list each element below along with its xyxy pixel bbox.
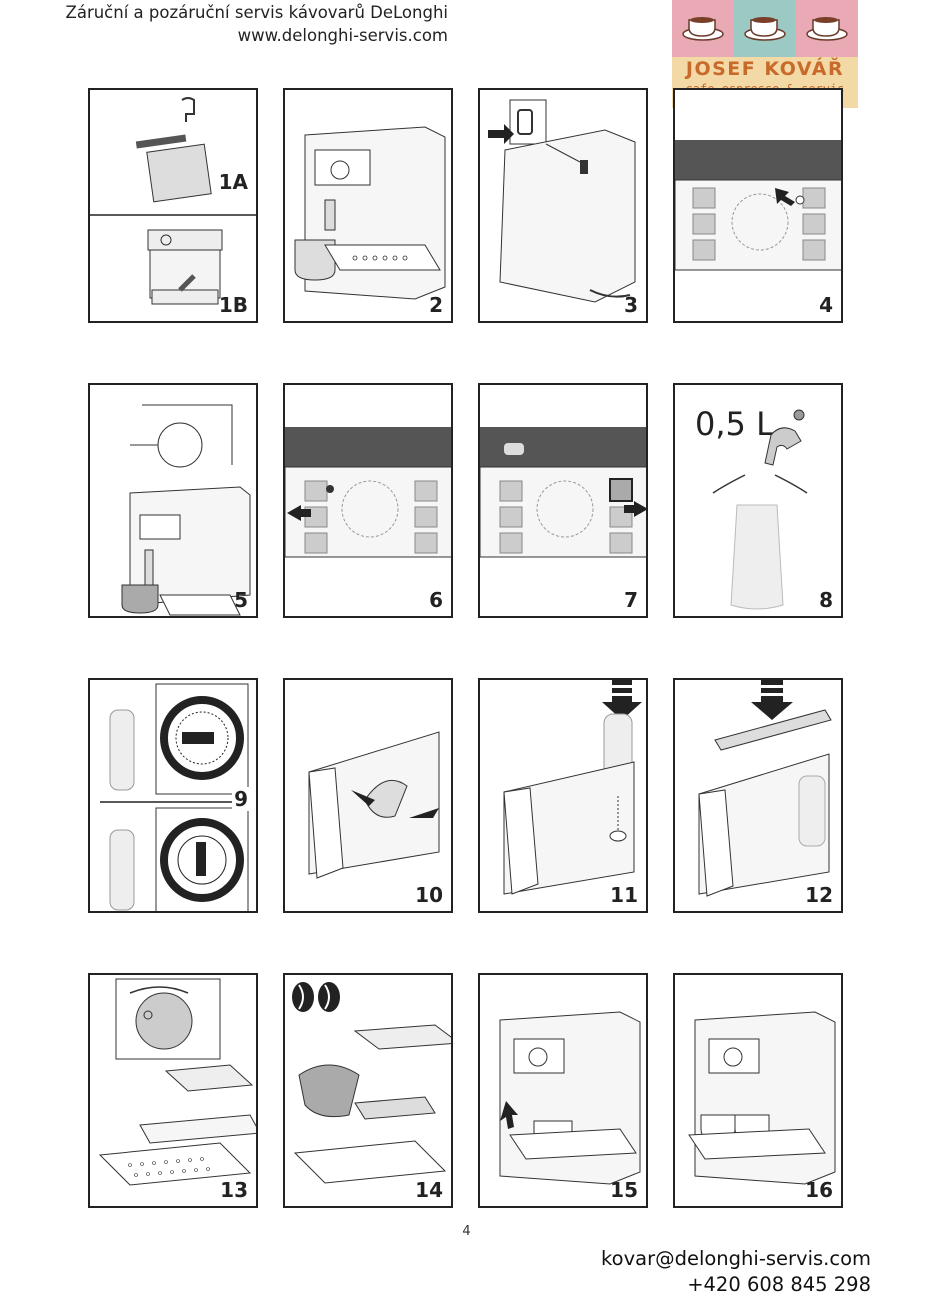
step-3-illustration xyxy=(488,99,636,303)
step-13-panel: 13 xyxy=(88,973,258,1208)
step-6-number: 6 xyxy=(429,588,443,612)
step-11-number: 11 xyxy=(610,883,638,907)
step-6-panel: 6 xyxy=(283,383,453,618)
step-6-illustration xyxy=(285,427,451,558)
step-5-panel: 5 xyxy=(88,383,258,618)
step-4-illustration xyxy=(675,140,841,271)
step-7-panel: 7 xyxy=(478,383,648,618)
step-16-panel: 16 xyxy=(673,973,843,1208)
step-15-illustration xyxy=(499,1011,641,1185)
step-14-number: 14 xyxy=(415,1178,443,1202)
step-13-illustration xyxy=(98,978,256,1186)
step-12-number: 12 xyxy=(805,883,833,907)
logo-cups-image xyxy=(672,0,858,57)
step-10-illustration xyxy=(308,731,440,879)
step-14-panel: 14 xyxy=(283,973,453,1208)
header-service-title: Záruční a pozáruční servis kávovarů DeLo… xyxy=(65,3,448,22)
page-number: 4 xyxy=(462,1224,471,1239)
step-16-number: 16 xyxy=(805,1178,833,1202)
step-12-panel: 12 xyxy=(673,678,843,913)
page-footer: kovar@delonghi-servis.com +420 608 845 2… xyxy=(601,1246,871,1298)
step-16-illustration xyxy=(688,1011,836,1185)
header-website-link[interactable]: www.delonghi-servis.com xyxy=(237,26,448,45)
step-8-panel: 0,5 L 8 xyxy=(673,383,843,618)
step-8-number: 8 xyxy=(819,588,833,612)
step-8-illustration xyxy=(712,409,808,610)
step-10-panel: 10 xyxy=(283,678,453,913)
step-7-number: 7 xyxy=(624,588,638,612)
step-11-illustration xyxy=(503,680,642,895)
step-1a-number: 1A xyxy=(218,170,248,194)
step-11-panel: 11 xyxy=(478,678,648,913)
step-4-number: 4 xyxy=(819,293,833,317)
step-5-illustration xyxy=(121,404,251,616)
step-3-number: 3 xyxy=(624,293,638,317)
step-9-panel: 9 xyxy=(88,678,258,913)
step-2-panel: 2 xyxy=(283,88,453,323)
step-3-panel: 3 xyxy=(478,88,648,323)
step-13-number: 13 xyxy=(220,1178,248,1202)
step-2-illustration xyxy=(294,126,446,300)
step-15-number: 15 xyxy=(610,1178,638,1202)
step-12-illustration xyxy=(698,680,832,897)
step-1-illustration xyxy=(90,97,256,305)
step-1b-number: 1B xyxy=(218,293,248,317)
step-1-panel: 1A 1B xyxy=(88,88,258,323)
step-9-number: 9 xyxy=(232,787,250,811)
step-9-illustration xyxy=(100,683,250,911)
step-10-number: 10 xyxy=(415,883,443,907)
step-15-panel: 15 xyxy=(478,973,648,1208)
water-volume-text: 0,5 L xyxy=(695,405,774,443)
step-7-illustration xyxy=(480,427,646,558)
step-5-number: 5 xyxy=(234,588,248,612)
contact-phone: +420 608 845 298 xyxy=(687,1273,871,1296)
logo-name: JOSEF KOVÁŘ xyxy=(685,58,845,80)
step-2-number: 2 xyxy=(429,293,443,317)
step-14-illustration xyxy=(292,982,451,1184)
step-4-panel: 4 xyxy=(673,88,843,323)
contact-email-link[interactable]: kovar@delonghi-servis.com xyxy=(601,1247,871,1270)
